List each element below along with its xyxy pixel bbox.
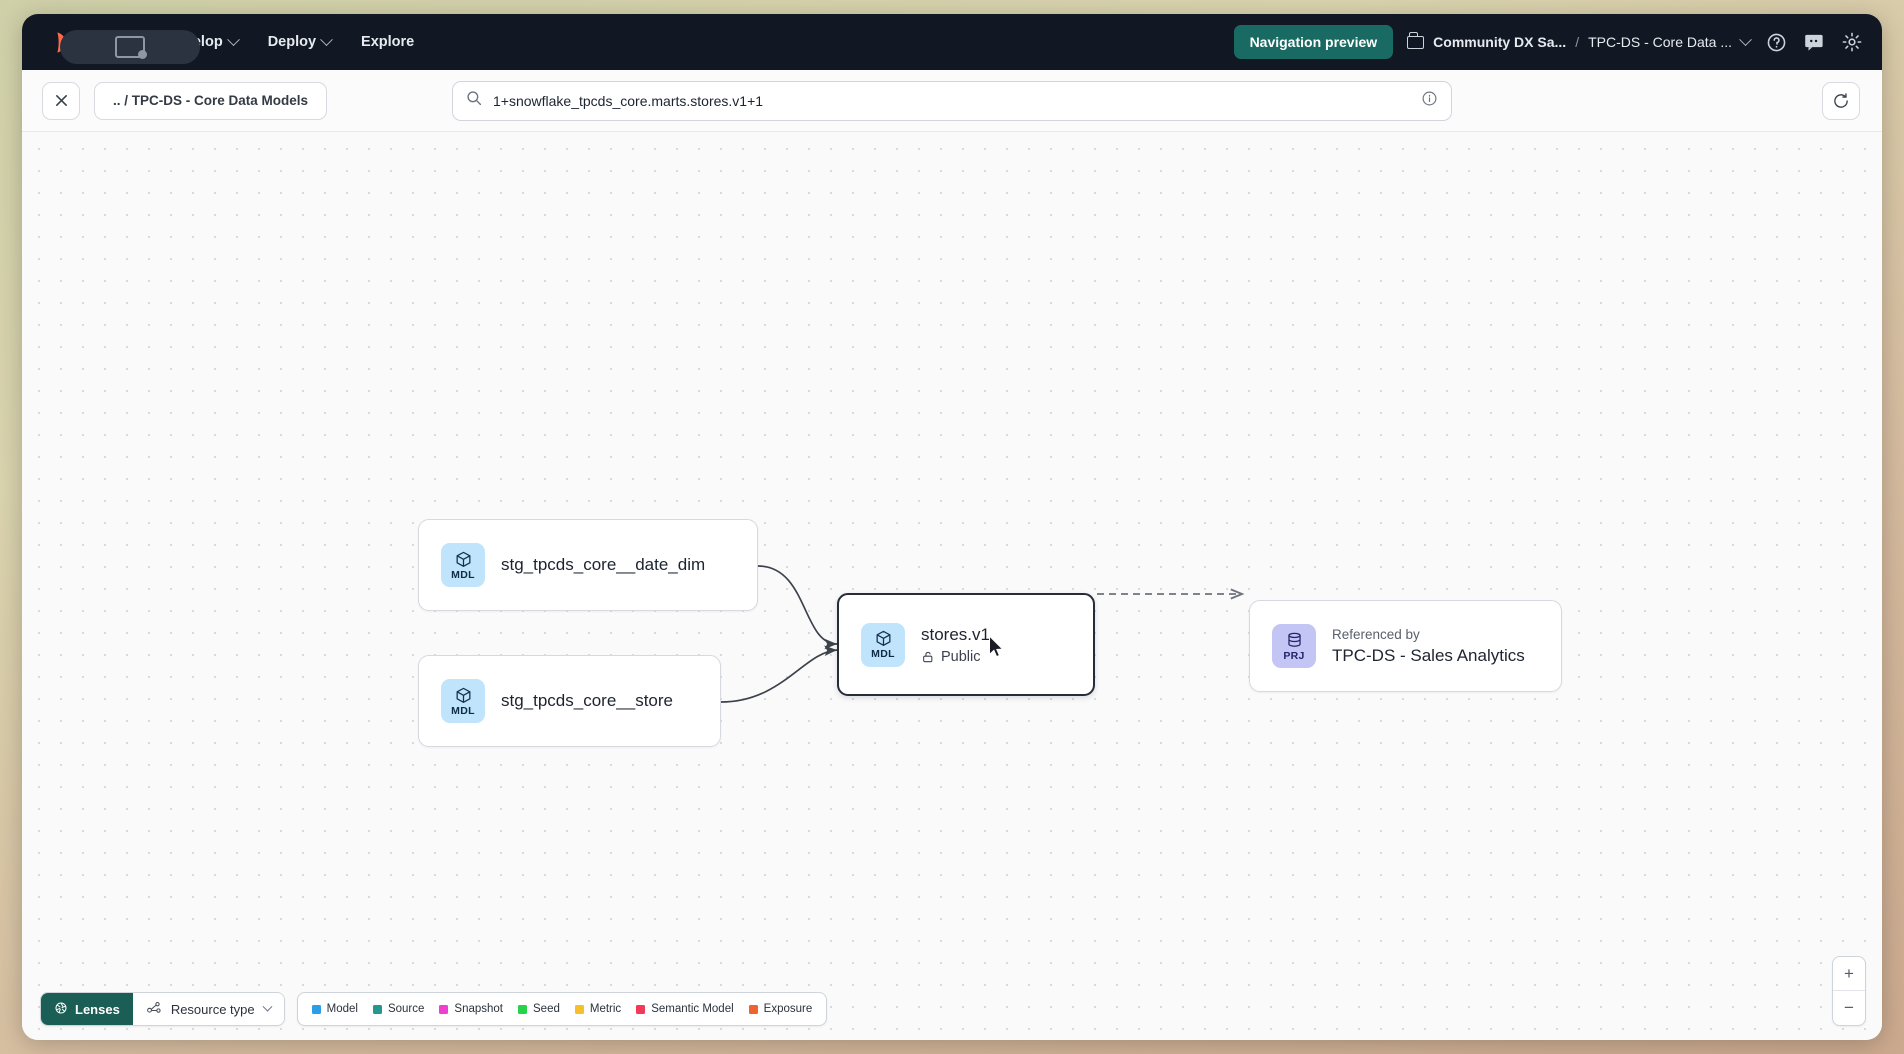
- graph-node-stg-date-dim[interactable]: MDL stg_tpcds_core__date_dim: [418, 519, 758, 611]
- feedback-icon[interactable]: [1802, 30, 1826, 54]
- legend-label: Seed: [533, 1003, 560, 1015]
- legend-item-source: Source: [372, 1003, 425, 1015]
- node-title: stg_tpcds_core__date_dim: [501, 555, 706, 574]
- search-wrapper: [452, 80, 1452, 121]
- legend-swatch: [518, 1004, 528, 1014]
- badge-mdl: MDL: [441, 543, 485, 587]
- chevron-down-icon[interactable]: [1739, 32, 1752, 46]
- gear-icon[interactable]: [1840, 30, 1864, 54]
- node-title: stg_tpcds_core__store: [501, 691, 673, 710]
- legend-swatch: [372, 1004, 382, 1014]
- chevron-down-icon: [262, 1001, 273, 1012]
- folder-icon: [1407, 32, 1425, 49]
- graph-node-stores-v1[interactable]: MDL stores.v1 Public: [837, 593, 1095, 696]
- window-chrome-tab[interactable]: [60, 30, 200, 64]
- cube-icon: [876, 630, 890, 647]
- resource-type-dropdown[interactable]: Resource type: [132, 993, 284, 1025]
- window-chrome-icon: [115, 36, 147, 59]
- legend-swatch: [311, 1004, 321, 1014]
- graph-node-referenced-project[interactable]: PRJ Referenced by TPC-DS - Sales Analyti…: [1249, 600, 1562, 692]
- lenses-button[interactable]: Lenses: [41, 993, 133, 1025]
- badge-label: MDL: [451, 704, 475, 717]
- legend-item-metric: Metric: [574, 1003, 622, 1015]
- legend-swatch: [439, 1004, 449, 1014]
- navigation-preview-button[interactable]: Navigation preview: [1233, 25, 1394, 59]
- badge-label: MDL: [871, 648, 895, 661]
- top-navbar: dbt Develop Deploy Explore Navigation pr…: [22, 14, 1882, 70]
- lens-group: Lenses Resource type: [40, 992, 285, 1026]
- app-window: dbt Develop Deploy Explore Navigation pr…: [22, 14, 1882, 1040]
- breadcrumb-project[interactable]: TPC-DS - Core Data ...: [1588, 34, 1732, 50]
- nodes-icon: [146, 1001, 162, 1018]
- lineage-toolbar: .. / TPC-DS - Core Data Models: [22, 70, 1882, 132]
- breadcrumb-account[interactable]: Community DX Sa...: [1433, 34, 1567, 50]
- badge-label: MDL: [451, 568, 475, 581]
- unlock-icon: [923, 651, 933, 662]
- navbar-breadcrumb: Community DX Sa... / TPC-DS - Core Data …: [1407, 32, 1752, 50]
- nav-right-group: Navigation preview Community DX Sa... / …: [1233, 25, 1864, 59]
- search-icon: [466, 90, 482, 111]
- legend-label: Metric: [589, 1003, 622, 1015]
- nav-link-deploy[interactable]: Deploy: [256, 26, 343, 58]
- badge-mdl: MDL: [441, 679, 485, 723]
- nav-link-explore[interactable]: Explore: [349, 26, 426, 58]
- database-icon: [1287, 632, 1301, 647]
- edge-store-to-stores: [720, 645, 838, 703]
- legend-label: Model: [326, 1003, 358, 1015]
- lenses-label: Lenses: [75, 1001, 120, 1017]
- legend-item-model: Model: [311, 1003, 358, 1015]
- lineage-edges: [720, 565, 1882, 703]
- close-button[interactable]: [42, 81, 80, 120]
- refresh-button[interactable]: [1822, 82, 1860, 120]
- legend-item-seed: Seed: [518, 1003, 560, 1015]
- breadcrumb-separator: /: [1575, 34, 1580, 50]
- lineage-canvas[interactable]: MDL stg_tpcds_core__date_dim MDL stg_tpc…: [22, 132, 1882, 1040]
- legend-label: Snapshot: [454, 1003, 504, 1015]
- node-access-row: Public: [921, 649, 990, 665]
- resource-type-label: Resource type: [170, 1001, 255, 1017]
- zoom-in-button[interactable]: +: [1833, 957, 1865, 991]
- badge-mdl: MDL: [861, 622, 905, 667]
- lens-icon: [54, 1001, 68, 1018]
- legend: Model Source Snapshot Seed Metric: [296, 992, 828, 1026]
- chevron-down-icon: [320, 32, 333, 46]
- bottom-toolbar: Lenses Resource type: [40, 992, 828, 1026]
- legend-label: Semantic Model: [651, 1003, 734, 1015]
- node-title: TPC-DS - Sales Analytics: [1332, 645, 1525, 665]
- zoom-controls: + −: [1832, 956, 1866, 1026]
- info-circle-icon[interactable]: [1421, 90, 1438, 112]
- zoom-out-button[interactable]: −: [1844, 998, 1854, 1017]
- search-input[interactable]: [493, 92, 1410, 109]
- node-text-stack: Referenced by TPC-DS - Sales Analytics: [1332, 627, 1525, 666]
- search-box[interactable]: [452, 80, 1452, 121]
- legend-swatch: [574, 1004, 584, 1014]
- node-access-label: Public: [941, 648, 981, 665]
- breadcrumb-pill[interactable]: .. / TPC-DS - Core Data Models: [94, 81, 328, 120]
- legend-swatch: [636, 1004, 646, 1014]
- node-pre-title: Referenced by: [1332, 626, 1420, 642]
- node-text-stack: stores.v1 Public: [921, 625, 990, 665]
- node-title: stores.v1: [921, 624, 990, 644]
- legend-label: Source: [387, 1003, 425, 1015]
- badge-prj: PRJ: [1272, 624, 1316, 668]
- legend-item-exposure: Exposure: [748, 1003, 813, 1015]
- legend-item-snapshot: Snapshot: [439, 1003, 503, 1015]
- nav-link-deploy-label: Deploy: [267, 34, 317, 50]
- cube-icon: [456, 687, 470, 703]
- graph-node-stg-store[interactable]: MDL stg_tpcds_core__store: [418, 655, 721, 747]
- nav-link-explore-label: Explore: [361, 34, 415, 50]
- cube-icon: [456, 551, 470, 567]
- legend-label: Exposure: [763, 1003, 813, 1015]
- legend-item-semantic-model: Semantic Model: [636, 1003, 734, 1015]
- edge-date-dim-to-stores: [757, 565, 838, 650]
- legend-swatch: [748, 1004, 758, 1014]
- help-circle-icon[interactable]: [1764, 30, 1788, 54]
- chevron-down-icon: [226, 32, 240, 46]
- badge-label: PRJ: [1283, 649, 1305, 662]
